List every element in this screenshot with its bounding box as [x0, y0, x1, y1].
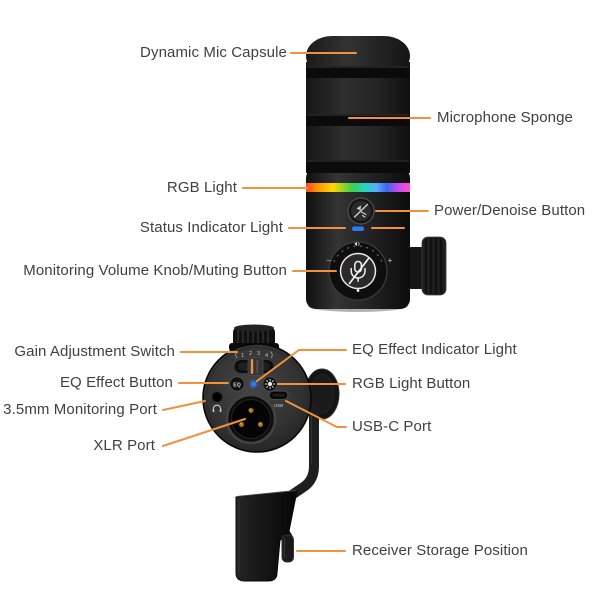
- headphone-icon: [212, 404, 222, 413]
- label-gain-adjustment-switch: Gain Adjustment Switch: [14, 343, 175, 360]
- label-xlr-port: XLR Port: [93, 437, 155, 454]
- eq-button-label: EQ: [233, 382, 241, 388]
- monitoring-port-35mm: [210, 390, 224, 413]
- eq-effect-button: EQ: [229, 376, 245, 392]
- speaker-icon: [354, 241, 360, 247]
- stand-handle: [235, 490, 298, 582]
- mount-arm: [281, 405, 319, 504]
- label-microphone-sponge: Microphone Sponge: [437, 109, 573, 126]
- label-dynamic-mic-capsule: Dynamic Mic Capsule: [140, 44, 287, 61]
- rgb-light-button: [262, 376, 278, 392]
- knob-minus-mark: –: [327, 256, 332, 265]
- denoise-icon: [353, 203, 369, 218]
- label-receiver-storage-position: Receiver Storage Position: [352, 542, 528, 559]
- gain-mark-1: 1: [241, 353, 244, 359]
- rgb-light-strip: [306, 183, 410, 192]
- gain-adjustment-switch: 1 2 3 4: [233, 351, 275, 376]
- receiver: [281, 534, 294, 563]
- leader-monitoring-port: [162, 400, 206, 411]
- xlr-port: [225, 393, 277, 445]
- mic-bottom-view: 1 2 3 4 EQ: [202, 324, 340, 582]
- label-rgb-light-button: RGB Light Button: [352, 375, 471, 392]
- gain-mark-2: 2: [249, 351, 252, 357]
- usb-port-label: USB: [274, 403, 283, 408]
- mic-sponge: [306, 66, 410, 173]
- status-indicator-led: [352, 226, 364, 231]
- label-eq-effect-indicator-light: EQ Effect Indicator Light: [352, 341, 517, 358]
- leader-xlr-port: [162, 418, 246, 447]
- mic-mute-icon: [348, 257, 370, 285]
- label-power-denoise-button: Power/Denoise Button: [434, 202, 586, 219]
- eq-effect-indicator-led: [248, 379, 259, 389]
- label-monitoring-volume-knob: Monitoring Volume Knob/Muting Button: [23, 262, 287, 279]
- volume-knob: – +: [327, 241, 393, 301]
- leader-eq-effect-indicator-light: [256, 349, 347, 382]
- gain-mark-4: 4: [265, 353, 268, 359]
- side-mount-knob: [406, 236, 447, 296]
- light-bulb-icon: [264, 378, 276, 390]
- usb-c-port: USB: [268, 390, 289, 408]
- power-denoise-button: [347, 197, 375, 225]
- label-monitoring-port-35mm: 3.5mm Monitoring Port: [3, 401, 157, 418]
- label-rgb-light: RGB Light: [166, 179, 237, 196]
- leader-lines: [162, 52, 431, 552]
- label-status-indicator-light: Status Indicator Light: [139, 219, 283, 236]
- label-eq-effect-button: EQ Effect Button: [59, 374, 173, 391]
- leader-usb-c-port: [285, 400, 347, 428]
- label-usb-c-port: USB-C Port: [352, 418, 432, 435]
- knob-plus-mark: +: [388, 256, 393, 265]
- gain-mark-3: 3: [257, 351, 260, 357]
- mic-side-view: – +: [306, 36, 447, 312]
